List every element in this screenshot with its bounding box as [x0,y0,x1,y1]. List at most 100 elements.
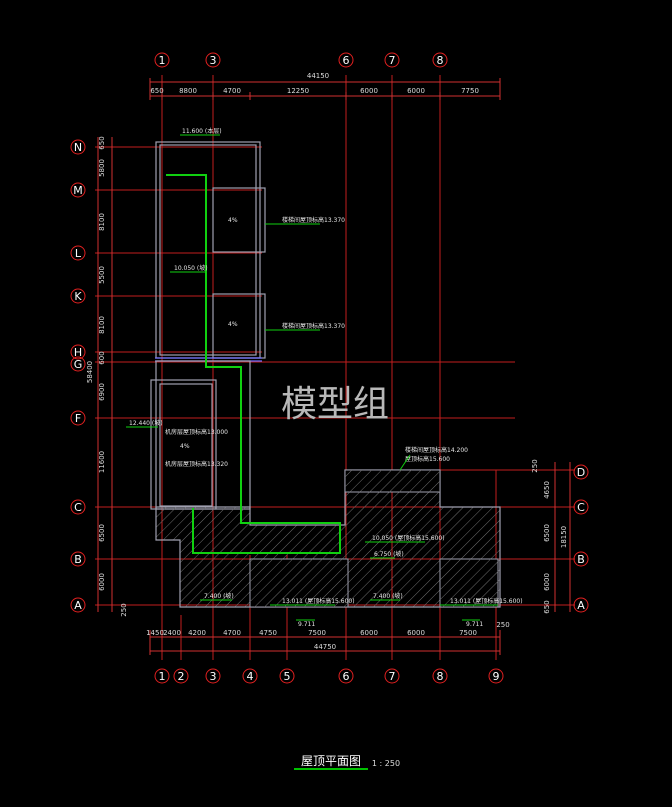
right-dimension-chain [554,462,571,612]
svg-text:6900: 6900 [98,383,106,401]
svg-text:3: 3 [210,670,217,683]
annotations: 11.600 (本层) 4% 楼梯间屋顶标高13.370 4% 楼梯间屋顶标高1… [126,127,523,628]
svg-text:4750: 4750 [259,629,277,637]
svg-text:C: C [577,501,585,514]
svg-text:12.440 (坡): 12.440 (坡) [129,419,163,427]
axis-bubble-right-C: C [573,499,589,515]
top-dim-5: 6000 [360,87,378,95]
svg-text:D: D [577,466,585,479]
svg-text:250: 250 [531,459,539,472]
svg-text:7.400 (坡): 7.400 (坡) [373,592,403,600]
bottom-dimension-chain [149,630,501,655]
svg-text:250: 250 [120,603,128,616]
axis-bubble-left-L: L [70,245,86,261]
svg-text:5500: 5500 [98,266,106,284]
svg-text:10.050 (坡): 10.050 (坡) [174,264,208,272]
svg-text:8: 8 [437,54,444,67]
svg-text:1450: 1450 [146,629,164,637]
svg-text:楼梯间屋顶标高13.370: 楼梯间屋顶标高13.370 [282,216,345,224]
svg-text:楼梯间屋顶标高14.200: 楼梯间屋顶标高14.200 [405,446,468,454]
top-axis-bubbles: 1 3 6 7 8 [154,52,448,68]
svg-text:K: K [74,290,82,303]
svg-text:11.600 (本层): 11.600 (本层) [182,127,222,135]
svg-text:650: 650 [98,136,106,149]
svg-text:7: 7 [389,670,396,683]
axis-bubble-top-6: 6 [338,52,354,68]
building-outline [150,141,266,510]
svg-text:屋顶标高15.600: 屋顶标高15.600 [405,455,450,463]
top-total-dim: 44150 [307,72,329,80]
top-dim-1: 650 [150,87,163,95]
top-dim-6: 6000 [407,87,425,95]
axis-bubble-left-A: A [70,597,86,613]
svg-text:6500: 6500 [98,524,106,542]
svg-text:13.011 (屋顶标高15.600): 13.011 (屋顶标高15.600) [282,597,355,605]
axis-bubble-right-B: B [573,551,589,567]
axis-bubble-top-7: 7 [384,52,400,68]
svg-text:L: L [75,247,82,260]
top-dimension-chain [149,78,501,100]
svg-text:650: 650 [543,600,551,613]
svg-text:楼梯间屋顶标高13.370: 楼梯间屋顶标高13.370 [282,322,345,330]
svg-text:9.711: 9.711 [466,621,483,628]
svg-text:8100: 8100 [98,316,106,334]
right-axis-bubbles: D C B A [573,464,589,613]
svg-text:A: A [577,599,585,612]
svg-text:N: N [74,141,82,154]
svg-text:B: B [74,553,82,566]
axis-bubble-bottom-2: 2 [173,668,189,684]
bottom-total-dim: 44750 [314,643,336,651]
drawing-title: 屋顶平面图 1 : 250 [294,754,400,770]
axis-bubble-top-3: 3 [205,52,221,68]
hatched-roof-areas [155,469,501,608]
top-dim-3: 4700 [223,87,241,95]
axis-bubble-top-8: 8 [432,52,448,68]
svg-text:6000: 6000 [407,629,425,637]
svg-text:3: 3 [210,54,217,67]
axis-bubble-left-F: F [70,410,86,426]
left-axis-bubbles: N M L K H G F C B A [70,139,86,613]
axis-bubble-bottom-6: 6 [338,668,354,684]
axis-bubble-bottom-7: 7 [384,668,400,684]
watermark-text: 模型组 [281,384,389,425]
svg-text:7.400 (坡): 7.400 (坡) [204,592,234,600]
svg-text:M: M [73,184,83,197]
svg-text:4%: 4% [228,321,238,328]
svg-text:9: 9 [493,670,500,683]
svg-text:C: C [74,501,82,514]
svg-text:1: 1 [159,670,166,683]
drawing-title-text: 屋顶平面图 [301,754,361,768]
axis-bubble-left-C: C [70,499,86,515]
left-dimension-chain [97,137,113,612]
top-dim-4: 12250 [287,87,309,95]
stair-room-lower [212,293,266,359]
green-parapet-line [166,174,341,554]
axis-bubble-top-1: 1 [154,52,170,68]
axis-bubble-left-G: G [70,356,86,372]
svg-text:5800: 5800 [98,159,106,177]
svg-text:8: 8 [437,670,444,683]
svg-text:机房层屋顶标高13.320: 机房层屋顶标高13.320 [165,460,228,468]
bottom-axis-bubbles: 1 2 3 4 5 6 7 8 9 [154,668,504,684]
svg-text:4700: 4700 [223,629,241,637]
svg-text:9.711: 9.711 [298,621,315,628]
svg-text:6000: 6000 [360,629,378,637]
svg-text:250: 250 [496,621,509,629]
top-dimension-labels: 44150 650 8800 4700 12250 6000 6000 7750 [150,72,479,95]
svg-text:6: 6 [343,54,350,67]
axis-bubble-left-H: H [70,344,86,360]
svg-text:600: 600 [98,351,106,364]
svg-text:7500: 7500 [308,629,326,637]
svg-text:6000: 6000 [543,573,551,591]
axis-bubble-bottom-5: 5 [279,668,295,684]
top-dim-2: 8800 [179,87,197,95]
svg-text:58400: 58400 [86,361,94,383]
axis-bubble-bottom-4: 4 [242,668,258,684]
axis-bubble-left-B: B [70,551,86,567]
svg-text:18150: 18150 [560,526,568,548]
right-dimension-labels: 250 4650 6500 6000 650 18150 [531,459,568,613]
svg-text:4650: 4650 [543,481,551,499]
svg-text:A: A [74,599,82,612]
svg-text:4: 4 [247,670,254,683]
axis-bubble-right-D: D [573,464,589,480]
